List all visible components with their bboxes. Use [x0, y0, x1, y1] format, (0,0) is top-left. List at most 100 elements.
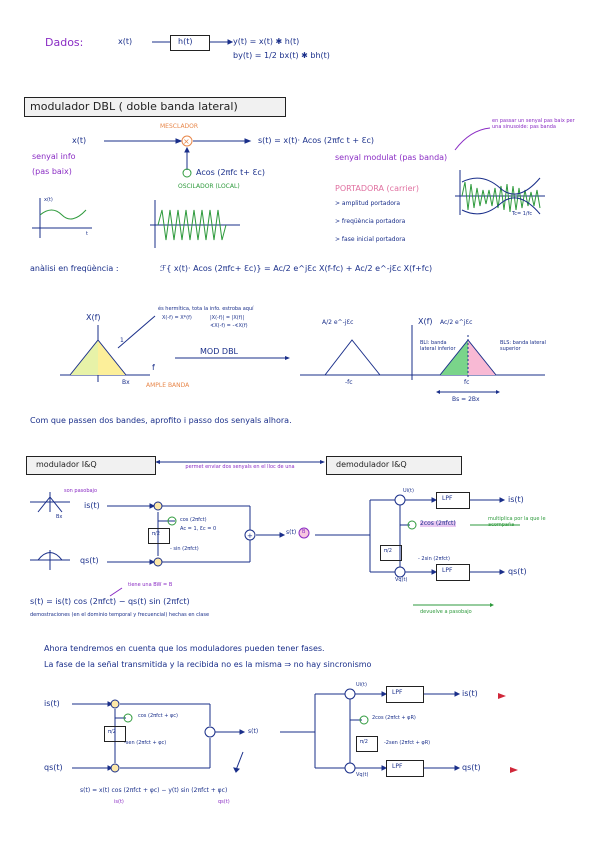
iq-pi2-box — [148, 528, 170, 544]
dbl-xt: x(t) — [72, 136, 87, 145]
phase-demod-pi2: π/2 — [360, 739, 368, 745]
iq-devuelve: devuelve a pasobajo — [420, 609, 472, 615]
iq-lpf-top-box — [436, 492, 470, 509]
header-by-eq: by(t) = 1/2 bx(t) ✱ bh(t) — [233, 51, 330, 60]
svg-text:×: × — [183, 137, 190, 146]
iq-demod-pi2-box — [380, 545, 402, 561]
fc-label: fc — [464, 379, 470, 386]
iq-demo-note: demostraciones (en el dominio temporal y… — [30, 612, 210, 618]
tc-label: Tc= 1/fc — [512, 211, 533, 217]
iq-lpf-bot: LPF — [442, 567, 453, 574]
bullet-amplitud: > amplitud portadora — [335, 200, 401, 207]
freq-bx: Bx — [122, 379, 130, 386]
phase-line2: La fase de la señal transmitida y la rec… — [44, 660, 372, 669]
iq-bw-note: tiene una BW = B — [128, 582, 173, 588]
freq-xf2: X(f) — [418, 317, 433, 326]
iq-st: s(t) — [286, 529, 297, 536]
phase-pi2-box — [104, 726, 126, 742]
senyal-info: senyal info — [32, 152, 76, 161]
mesclador-label: MESCLADOR — [160, 123, 199, 130]
iq-minus-sin: - sin (2πfct) — [170, 546, 199, 552]
ample-banda: AMPLE BANDA — [146, 382, 190, 389]
iq-pi2: π/2 — [152, 531, 160, 537]
analisi-label: anàlisi en freqüència : — [30, 264, 119, 273]
phase-lpf-top: LPF — [392, 689, 403, 696]
portadora-label: PORTADORA (carrier) — [335, 184, 419, 193]
iq-lpf-top: LPF — [442, 495, 453, 502]
phase-sin: -sen (2πfct + φc) — [124, 740, 167, 746]
bullet-frequencia: > freqüència portadora — [335, 218, 406, 225]
iq-bx: Bx — [56, 514, 63, 520]
phase-qs-out: qs(t) — [462, 763, 481, 772]
iq-lpf-bot-box — [436, 564, 470, 581]
fourier-equation: ℱ{ x(t)· Acos (2πfc+ Ɛc)} = Ac/2 e^jƐc X… — [160, 264, 433, 273]
header-h-box — [170, 35, 210, 51]
pas-baix: (pas baix) — [32, 167, 72, 176]
left-amp: A/2 e^-jƐc — [322, 319, 354, 326]
phase-pi2: π/2 — [108, 729, 116, 735]
iq-ui: Ui(t) — [403, 488, 414, 494]
iq-mod-title: modulador I&Q — [36, 460, 97, 469]
dbl-title-box — [24, 97, 286, 117]
iq-mod-title-box — [26, 456, 156, 475]
phase-lpf-top-box — [386, 686, 424, 703]
phase-lpf-bot-box — [386, 760, 424, 777]
iq-two-cos: 2cos (2πfct) — [420, 520, 456, 527]
iq-multiplica: multiplica por la que le acompaña — [488, 516, 546, 528]
dbl-title: modulador DBL ( doble banda lateral) — [30, 100, 238, 113]
note-pas-banda: en passar un senyal pas baix per una sin… — [492, 118, 575, 130]
phase-st-eq: s(t) = x(t) cos (2πfct + φc) − y(t) sin … — [80, 787, 228, 794]
plot-label-xt: x(t) — [44, 197, 53, 203]
acos-oscillator: Acos (2πfc t+ Ɛc) — [196, 168, 265, 177]
iq-st-eq: s(t) = is(t) cos (2πfct) − qs(t) sin (2π… — [30, 597, 190, 606]
phase-lpf-bot: LPF — [392, 763, 403, 770]
iq-cos: cos (2πfct) — [180, 517, 207, 523]
phase-is-out: is(t) — [462, 689, 478, 698]
phase-two-cos: 2cos (2πfct + φR) — [372, 715, 416, 721]
phase-cos: cos (2πfct + φc) — [138, 713, 178, 719]
herm-eq3: ∢X(-f) = -∢X(f) — [210, 323, 248, 329]
iq-is-out: is(t) — [508, 495, 524, 504]
freq-one: 1 — [120, 337, 124, 344]
phase-it: is(t) — [44, 699, 60, 708]
minus-fc: -fc — [345, 379, 353, 386]
hermitica-note: és hermítica, tota la info. estroba aquí — [158, 306, 254, 312]
iq-ac-note: Ac = 1, Ɛc = 0 — [180, 526, 217, 532]
phase-is-under: is(t) — [114, 799, 124, 805]
iq-qt: qs(t) — [80, 556, 99, 565]
header-yt-eq: y(t) = x(t) ✱ h(t) — [233, 37, 300, 46]
iq-note-two: permet enviar dos senyals en el lloc de … — [185, 464, 295, 470]
freq-xf: X(f) — [86, 313, 101, 322]
dados-label: Dados: — [45, 36, 84, 49]
freq-conclusion: Com que passen dos bandes, aprofito i pa… — [30, 416, 292, 425]
bs-label: Bs = 2Bx — [452, 396, 480, 403]
svg-text:+: + — [247, 532, 253, 540]
herm-eq1: X(-f) = X*(f) — [162, 315, 192, 321]
bls-label: BLS: banda lateral superior — [500, 340, 546, 352]
iq-demod-title: demodulador I&Q — [336, 460, 407, 469]
iq-demod-title-box — [326, 456, 462, 475]
phase-qt: qs(t) — [44, 763, 63, 772]
iq-qs-out: qs(t) — [508, 567, 527, 576]
phase-st: s(t) — [248, 728, 259, 735]
herm-eq2: |X(-f)| = |X(f)| — [210, 315, 245, 321]
iq-it: is(t) — [84, 501, 100, 510]
phase-line1: Ahora tendremos en cuenta que los modula… — [44, 644, 325, 653]
phase-two-sin: -2sen (2πfct + φR) — [384, 740, 431, 746]
iq-demod-pi2: π/2 — [384, 548, 392, 554]
bli-label: BLI: banda lateral inferior — [420, 340, 456, 352]
iq-b: B — [302, 529, 306, 535]
header-xt: x(t) — [118, 37, 133, 46]
mod-dbl: MOD DBL — [200, 347, 239, 356]
phase-uq: Vq(t) — [356, 772, 369, 778]
phase-demod-pi2-box — [356, 736, 378, 752]
phase-qs-under: qs(t) — [218, 799, 230, 805]
oscilador-label: OSCILADOR (LOCAL) — [178, 183, 240, 190]
iq-uq: Vq(t) — [395, 577, 408, 583]
right-amp: Ac/2 e^jƐc — [440, 319, 473, 326]
senyal-modulat: senyal modulat (pas banda) — [335, 153, 448, 162]
iq-pasobajo: son pasobajo — [64, 488, 98, 494]
iq-minus-2sin: - 2sin (2πfct) — [418, 556, 450, 562]
